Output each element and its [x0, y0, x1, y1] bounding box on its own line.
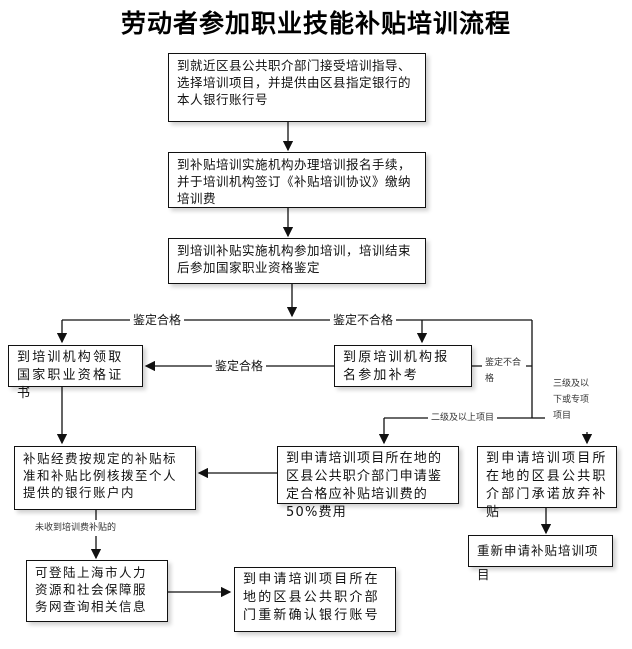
page-title: 劳动者参加职业技能补贴培训流程 — [120, 9, 511, 38]
label-level2-above: 二级及以上项目 — [428, 410, 498, 426]
label-pass-2: 鉴定合格 — [212, 357, 267, 374]
query-online-box: 可登陆上海市人力资源和社会保障服务网查询相关信息 — [26, 560, 168, 622]
label-fail-2: 鉴定不合格 — [482, 355, 526, 387]
step1-box: 到就近区县公共职介部门接受培训指导、选择培训项目，并提供由区县指定银行的本人银行… — [168, 53, 426, 122]
reapply-box: 重新申请补贴培训项目 — [468, 535, 613, 582]
retake-box: 到原培训机构报名参加补考 — [334, 345, 472, 387]
step2-box: 到补贴培训实施机构办理培训报名手续，并于培训机构签订《补贴培训协议》缴纳培训费 — [168, 152, 426, 208]
subsidy-payment-box: 补贴经费按规定的补贴标准和补贴比例核拨至个人提供的银行账户内 — [14, 446, 196, 510]
label-level3-below: 三级及以下或专项项目 — [550, 376, 600, 424]
certificate-box: 到培训机构领取国家职业资格证书 — [8, 345, 143, 401]
label-not-received: 未收到培训费补贴的 — [32, 520, 120, 536]
label-pass-1: 鉴定合格 — [130, 311, 185, 328]
label-fail-1: 鉴定不合格 — [330, 311, 397, 328]
reconfirm-bank-box: 到申请培训项目所在地的区县公共职介部门重新确认银行账号 — [234, 567, 396, 632]
apply-50-box: 到申请培训项目所在地的区县公共职介部门申请鉴定合格应补贴培训费的50%费用 — [277, 446, 459, 520]
step3-box: 到培训补贴实施机构参加培训，培训结束后参加国家职业资格鉴定 — [168, 238, 426, 284]
waive-box: 到申请培训项目所在地的区县公共职介部门承诺放弃补贴 — [477, 446, 617, 520]
